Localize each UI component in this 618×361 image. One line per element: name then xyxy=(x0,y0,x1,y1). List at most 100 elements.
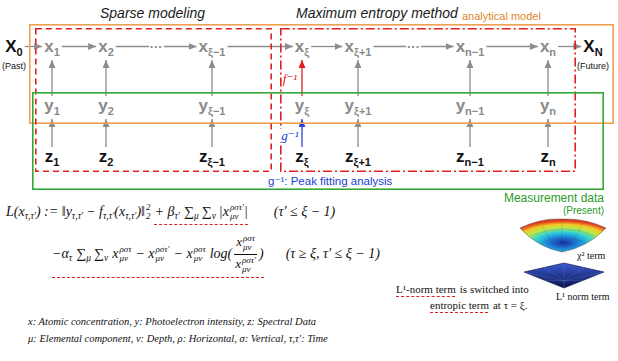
chi-square-surface xyxy=(520,219,606,252)
variable-node: yξ−1 xyxy=(199,97,226,117)
formula-term: L(x xyxy=(6,204,25,219)
text-row: χ² term xyxy=(577,250,605,262)
variable-node: xξ−1 xyxy=(199,38,226,58)
formula-term: + β xyxy=(154,204,174,219)
variable-symbol: x xyxy=(295,37,304,56)
variable-subscript: N xyxy=(595,46,603,58)
formula-term: ) := ‖y xyxy=(36,204,72,219)
variable-node: x1 xyxy=(44,38,60,58)
formula-term: ν xyxy=(104,253,108,263)
denominator: xρστ′μν xyxy=(233,255,258,275)
formula-term: ∑ xyxy=(94,246,104,261)
formula-term: | xyxy=(244,204,248,219)
index-stack: ρστ′μν xyxy=(230,203,244,222)
variable-symbol: x xyxy=(98,37,107,56)
variable-node: zξ xyxy=(295,148,308,168)
variable-node: y1 xyxy=(44,97,60,117)
variable-symbol: y xyxy=(456,96,465,115)
formula-term: x xyxy=(235,256,241,271)
numerator: xρστμν xyxy=(234,234,257,255)
region-heading: analytical model xyxy=(462,8,541,24)
formula-condition: (τ ≥ ξ, τ′ ≤ ξ − 1) xyxy=(286,246,380,261)
variable-subscript: 0 xyxy=(17,46,23,58)
time-note: (Past) xyxy=(2,62,26,71)
edge-label: ··· xyxy=(406,40,421,53)
variable-subscript: 1 xyxy=(54,105,60,117)
variable-subscript: ξ−1 xyxy=(208,105,225,117)
variable-symbol: y xyxy=(345,96,354,115)
edge-label: g⁻¹ xyxy=(280,129,299,142)
symbol-definition: x: Atomic concentration, y: Photoelectro… xyxy=(28,316,316,327)
variable-symbol: z xyxy=(199,147,208,166)
formula-term: ρστ′ xyxy=(156,245,170,254)
formula-term: τ,τ′ xyxy=(72,211,83,221)
variable-node: zξ+1 xyxy=(345,148,371,168)
edge-label: ··· xyxy=(149,40,164,53)
formula-term: μν xyxy=(242,265,256,274)
flow-arrow xyxy=(227,46,292,47)
variable-subscript: 2 xyxy=(108,46,114,58)
variable-subscript: 1 xyxy=(54,46,60,58)
variable-node: x2 xyxy=(98,38,114,58)
formula-line: L(xτ,τ′) := ‖yτ,τ′− fτ,τ′(xτ,τ′)‖22+ βτ′… xyxy=(6,203,335,225)
note-text: is switched into xyxy=(460,283,529,295)
index-stack: ρστ′μν xyxy=(242,256,256,275)
variable-symbol: X xyxy=(583,37,594,56)
formula-term: 2 xyxy=(146,203,151,212)
variable-symbol: y xyxy=(199,96,208,115)
flow-arrow xyxy=(311,46,342,47)
edge-label: f⁻¹ xyxy=(282,72,298,85)
variable-symbol: x xyxy=(345,37,354,56)
flow-arrow xyxy=(25,46,42,47)
region-outline xyxy=(29,24,614,124)
formula-term: −α xyxy=(52,246,69,261)
variable-subscript: ξ+1 xyxy=(354,105,371,117)
variable-symbol: z xyxy=(45,147,54,166)
flow-arrow xyxy=(486,46,538,47)
region-box: Maximum entropy methodxξxξ+1xn−1xnyξyξ+1… xyxy=(280,28,576,172)
variable-symbol: z xyxy=(456,147,465,166)
formula-term: τ,τ′ xyxy=(25,211,36,221)
variable-node: zξ−1 xyxy=(199,148,225,168)
variable-subscript: ξ−1 xyxy=(208,156,225,168)
index-stack: ρστμν xyxy=(194,245,206,264)
text-row: g⁻¹: Peak fitting analysis xyxy=(268,175,392,188)
formula-term: τ,τ′ xyxy=(125,211,136,221)
region-heading: Maximum entropy method xyxy=(296,5,458,21)
text-row: entropic termat τ = ξ. xyxy=(430,299,527,312)
variable-subscript: ξ+1 xyxy=(354,46,371,58)
formula-term: ρστ′ xyxy=(242,256,256,265)
variable-subscript: 2 xyxy=(108,105,114,117)
index-stack: ρστμν xyxy=(119,245,131,264)
variable-node: xn−1 xyxy=(456,38,485,58)
l1-norm-mesh xyxy=(524,263,604,288)
variable-subscript: ξ xyxy=(304,156,309,168)
variable-symbol: z xyxy=(99,147,108,166)
variable-node: y2 xyxy=(98,97,114,117)
variable-subscript: 2 xyxy=(107,156,113,168)
variable-node: zn xyxy=(540,148,555,168)
term-underline: −ατ∑μ∑νxρστμν− xρστ′μν− xρστμνlog(xρστμν… xyxy=(52,234,264,278)
variable-node: zn−1 xyxy=(456,148,484,168)
annotation-text: g⁻¹: Peak fitting analysis xyxy=(268,175,392,187)
fraction: xρστμνxρστ′μν xyxy=(233,234,258,275)
flow-arrow xyxy=(62,46,96,47)
text-row: μ: Elemental component, ν: Depth, ρ: Hor… xyxy=(28,333,328,345)
region-border xyxy=(30,25,613,123)
region-border xyxy=(36,29,271,171)
region-border xyxy=(33,93,603,189)
formula-term: μν xyxy=(119,254,131,263)
note-text: at τ = ξ. xyxy=(493,299,527,311)
formula-term: )‖ xyxy=(136,204,145,219)
variable-subscript: ξ−1 xyxy=(208,46,225,58)
variable-symbol: x xyxy=(199,37,208,56)
variable-symbol: x xyxy=(540,37,549,56)
variable-symbol: y xyxy=(295,96,304,115)
text-row: L¹-norm termis switched into xyxy=(396,283,529,296)
formula-line: −ατ∑μ∑νxρστμν− xρστ′μν− xρστμνlog(xρστμν… xyxy=(52,234,380,278)
flow-arrow xyxy=(469,60,470,96)
formula-term: μν xyxy=(230,212,244,221)
formula-term: − x xyxy=(135,246,154,261)
